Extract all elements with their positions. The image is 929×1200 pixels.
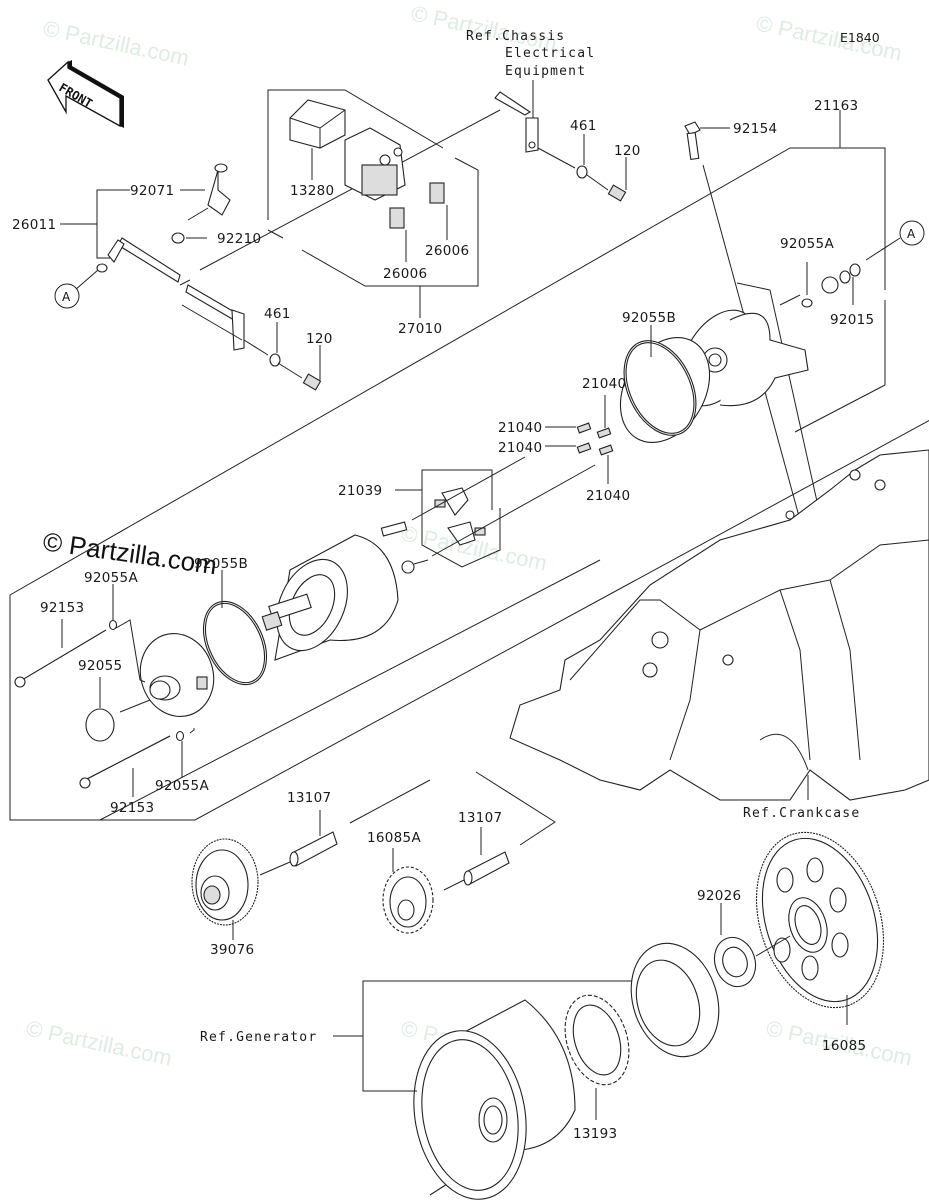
ref-generator-bracket bbox=[333, 980, 632, 1092]
relay-cover-13280 bbox=[289, 99, 346, 180]
crankcase bbox=[509, 449, 929, 801]
brush-springs-21040 bbox=[545, 395, 614, 484]
part-label-92026[interactable]: 92026 bbox=[697, 888, 741, 904]
part-label-92071[interactable]: 92071 bbox=[130, 183, 174, 199]
relay-box-group bbox=[267, 89, 479, 318]
part-label-92055A[interactable]: 92055A bbox=[84, 570, 138, 586]
bolts-92153 bbox=[14, 619, 171, 797]
part-label-92055A[interactable]: 92055A bbox=[155, 778, 209, 794]
part-labels: 92071 26011 92210 13280 26006 26006 2701… bbox=[12, 98, 874, 1142]
brush-holder-21039 bbox=[380, 456, 596, 574]
part-label-92055B[interactable]: 92055B bbox=[194, 556, 248, 572]
part-label-92153[interactable]: 92153 bbox=[110, 800, 154, 816]
part-label-92210[interactable]: 92210 bbox=[217, 231, 261, 247]
generator-flange bbox=[630, 942, 720, 1058]
part-label-13107[interactable]: 13107 bbox=[458, 810, 502, 826]
part-label-92015[interactable]: 92015 bbox=[830, 312, 874, 328]
shaft-13107-a bbox=[259, 779, 431, 876]
part-label-26006[interactable]: 26006 bbox=[383, 266, 427, 282]
part-label-39076[interactable]: 39076 bbox=[210, 942, 254, 958]
part-label-21040[interactable]: 21040 bbox=[582, 376, 626, 392]
part-label-92154[interactable]: 92154 bbox=[733, 121, 777, 137]
starter-relay bbox=[344, 127, 406, 201]
callout-a-label: A bbox=[907, 227, 916, 241]
callout-a-label: A bbox=[62, 290, 71, 304]
one-way-clutch-13193 bbox=[564, 994, 630, 1120]
assembly-frame-lines bbox=[9, 109, 929, 821]
part-label-26011[interactable]: 26011 bbox=[12, 217, 56, 233]
part-label-26006[interactable]: 26006 bbox=[425, 243, 469, 259]
oring-92055B-top bbox=[623, 325, 697, 436]
callout-a-left[interactable]: A bbox=[54, 283, 80, 309]
oring-92055B-left bbox=[202, 570, 268, 686]
part-label-21163[interactable]: 21163 bbox=[814, 98, 858, 114]
part-label-13280[interactable]: 13280 bbox=[290, 183, 334, 199]
gear-39076 bbox=[191, 838, 259, 940]
part-label-92055[interactable]: 92055 bbox=[78, 658, 122, 674]
part-label-120[interactable]: 120 bbox=[614, 143, 641, 159]
part-label-27010[interactable]: 27010 bbox=[398, 321, 442, 337]
watermark: © Partzilla.com bbox=[754, 10, 904, 65]
ref-crankcase[interactable]: Ref.Crankcase bbox=[743, 806, 860, 821]
part-label-16085[interactable]: 16085 bbox=[822, 1038, 866, 1054]
part-label-16085A[interactable]: 16085A bbox=[367, 830, 421, 846]
starter-front-cover bbox=[115, 619, 215, 734]
ref-chassis-electrical: Ref.Chassis Electrical Equipment bbox=[466, 29, 595, 118]
part-label-13107[interactable]: 13107 bbox=[287, 790, 331, 806]
chassis-connector bbox=[494, 91, 627, 202]
starter-motor-body bbox=[261, 534, 399, 661]
watermark: © Partzilla.com bbox=[24, 1015, 174, 1070]
part-label-461[interactable]: 461 bbox=[264, 306, 291, 322]
part-label-21040[interactable]: 21040 bbox=[498, 420, 542, 436]
front-arrow-icon: FRONT bbox=[47, 60, 124, 128]
part-label-13193[interactable]: 13193 bbox=[573, 1126, 617, 1142]
diagram-code: E1840 bbox=[840, 30, 880, 45]
part-label-92055B[interactable]: 92055B bbox=[622, 310, 676, 326]
washer-92026 bbox=[713, 903, 757, 988]
callout-a-right[interactable]: A bbox=[865, 220, 925, 261]
ref-chassis-line2: Electrical bbox=[505, 46, 595, 61]
shaft-13107-b bbox=[443, 771, 556, 891]
part-label-21040[interactable]: 21040 bbox=[586, 488, 630, 504]
part-label-461[interactable]: 461 bbox=[570, 118, 597, 134]
ref-chassis-line3: Equipment bbox=[505, 64, 586, 79]
starter-cable-26011 bbox=[60, 163, 322, 391]
part-label-92153[interactable]: 92153 bbox=[40, 600, 84, 616]
ref-chassis-line1: Ref.Chassis bbox=[466, 29, 565, 44]
washers-92055A bbox=[85, 584, 185, 778]
ref-generator[interactable]: Ref.Generator bbox=[200, 1030, 317, 1045]
generator-rotor bbox=[413, 999, 576, 1200]
fuses-26006 bbox=[389, 182, 448, 262]
watermark: © Partzilla.com bbox=[399, 520, 549, 575]
part-label-21040[interactable]: 21040 bbox=[498, 440, 542, 456]
part-label-21039[interactable]: 21039 bbox=[338, 483, 382, 499]
part-label-92055A[interactable]: 92055A bbox=[780, 236, 834, 252]
watermark: © Partzilla.com bbox=[41, 15, 191, 70]
gear-16085A bbox=[382, 848, 434, 934]
gear-16085 bbox=[755, 831, 885, 1025]
part-label-120[interactable]: 120 bbox=[306, 331, 333, 347]
